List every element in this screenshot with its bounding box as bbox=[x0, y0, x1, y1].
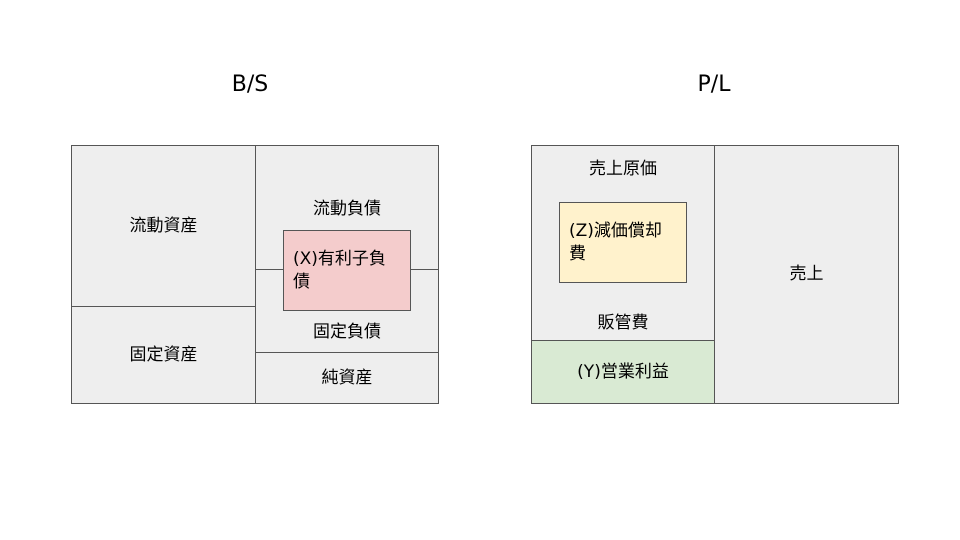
pl-title: P/L bbox=[697, 72, 731, 97]
bs-current-assets-label: 流動資産 bbox=[129, 215, 198, 236]
pl-sga-label: 販管費 bbox=[597, 312, 649, 333]
bs-fixed-assets-label: 固定資産 bbox=[129, 344, 198, 365]
pl-sales-box: 売上 bbox=[714, 145, 899, 404]
pl-depreciation-box: (Z)減価償却費 bbox=[559, 202, 687, 283]
pl-operating-profit-box: (Y)営業利益 bbox=[531, 340, 715, 404]
pl-sales-label: 売上 bbox=[789, 264, 824, 285]
pl-cost-of-sales-label: 売上原価 bbox=[589, 158, 657, 179]
bs-title: B/S bbox=[231, 72, 269, 97]
pl-depreciation-label: (Z)減価償却費 bbox=[569, 220, 662, 264]
bs-current-assets-box: 流動資産 bbox=[71, 145, 256, 307]
bs-net-assets-box: 純資産 bbox=[255, 352, 439, 404]
bs-current-liabilities-label: 流動負債 bbox=[313, 199, 381, 219]
bs-net-assets-label: 純資産 bbox=[321, 367, 373, 388]
bs-fixed-liabilities-label: 固定負債 bbox=[313, 321, 381, 342]
bs-fixed-assets-box: 固定資産 bbox=[71, 306, 256, 404]
bs-interest-bearing-debt-label: (X)有利子負債 bbox=[293, 248, 386, 292]
pl-operating-profit-label: (Y)営業利益 bbox=[577, 361, 669, 382]
bs-interest-bearing-debt-box: (X)有利子負債 bbox=[283, 230, 411, 311]
